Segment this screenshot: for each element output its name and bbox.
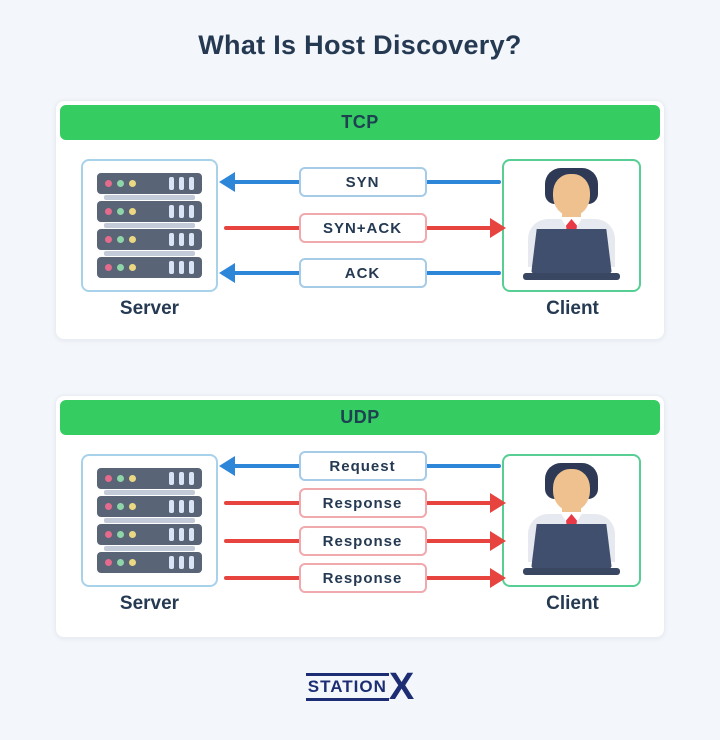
tcp-ack-label: ACK xyxy=(298,258,427,288)
tcp-synack-label: SYN+ACK xyxy=(298,213,427,243)
server-rack-unit xyxy=(97,173,202,194)
rack-slots xyxy=(169,205,194,218)
laptop-base xyxy=(523,568,620,575)
udp-response-label: Response xyxy=(298,563,427,593)
rack-slots xyxy=(169,500,194,513)
rack-connector xyxy=(104,223,195,228)
rack-led-dots xyxy=(105,180,136,187)
server-rack-unit xyxy=(97,496,202,517)
udp-server-box xyxy=(81,454,218,587)
tcp-panel: TCP xyxy=(55,100,665,340)
udp-response-arrow: Response xyxy=(222,488,506,518)
tcp-client-label: Client xyxy=(546,298,599,319)
rack-led-dots xyxy=(105,236,136,243)
laptop-icon xyxy=(531,229,612,275)
rack-led-dots xyxy=(105,503,136,510)
laptop-icon xyxy=(531,524,612,570)
logo-x-text: X xyxy=(388,665,415,708)
server-rack-unit xyxy=(97,257,202,278)
arrow-head-right-icon xyxy=(490,493,506,513)
udp-client-label: Client xyxy=(546,593,599,614)
tcp-server-label: Server xyxy=(119,298,180,319)
arrow-head-left-icon xyxy=(219,263,235,283)
udp-response-label: Response xyxy=(298,488,427,518)
arrow-head-right-icon xyxy=(490,218,506,238)
server-rack-unit xyxy=(97,552,202,573)
udp-panel: UDP xyxy=(55,395,665,638)
tcp-synack-arrow: SYN+ACK xyxy=(222,213,506,243)
rack-connector xyxy=(104,546,195,551)
rack-led-dots xyxy=(105,475,136,482)
server-rack-unit xyxy=(97,524,202,545)
laptop-base xyxy=(523,273,620,280)
tcp-client-box xyxy=(502,159,641,292)
udp-panel-header: UDP xyxy=(60,400,660,435)
rack-led-dots xyxy=(105,559,136,566)
rack-connector xyxy=(104,251,195,256)
rack-slots xyxy=(169,472,194,485)
udp-request-arrow: Request xyxy=(219,451,503,481)
rack-slots xyxy=(169,261,194,274)
server-icon xyxy=(97,173,202,278)
rack-connector xyxy=(104,490,195,495)
server-rack-unit xyxy=(97,229,202,250)
udp-response-label: Response xyxy=(298,526,427,556)
rack-slots xyxy=(169,177,194,190)
arrow-head-right-icon xyxy=(490,531,506,551)
server-rack-unit xyxy=(97,468,202,489)
udp-server-label: Server xyxy=(119,593,180,614)
client-person-icon xyxy=(504,161,639,290)
server-icon xyxy=(97,468,202,573)
udp-request-label: Request xyxy=(298,451,427,481)
rack-slots xyxy=(169,233,194,246)
arrow-head-left-icon xyxy=(219,456,235,476)
tcp-syn-label: SYN xyxy=(298,167,427,197)
udp-response-arrow: Response xyxy=(222,563,506,593)
tcp-syn-arrow: SYN xyxy=(219,167,503,197)
rack-slots xyxy=(169,556,194,569)
client-person-icon xyxy=(504,456,639,585)
udp-response-arrow: Response xyxy=(222,526,506,556)
arrow-head-right-icon xyxy=(490,568,506,588)
rack-connector xyxy=(104,195,195,200)
arrow-head-left-icon xyxy=(219,172,235,192)
page-title: What Is Host Discovery? xyxy=(198,30,522,60)
server-rack-unit xyxy=(97,201,202,222)
udp-client-box xyxy=(502,454,641,587)
logo-station-text: STATION xyxy=(305,672,389,702)
rack-led-dots xyxy=(105,264,136,271)
rack-led-dots xyxy=(105,208,136,215)
rack-led-dots xyxy=(105,531,136,538)
tcp-server-box xyxy=(81,159,218,292)
tcp-panel-header: TCP xyxy=(60,105,660,140)
rack-slots xyxy=(169,528,194,541)
rack-connector xyxy=(104,518,195,523)
tcp-ack-arrow: ACK xyxy=(219,258,503,288)
stationx-logo: STATION X xyxy=(0,667,720,707)
